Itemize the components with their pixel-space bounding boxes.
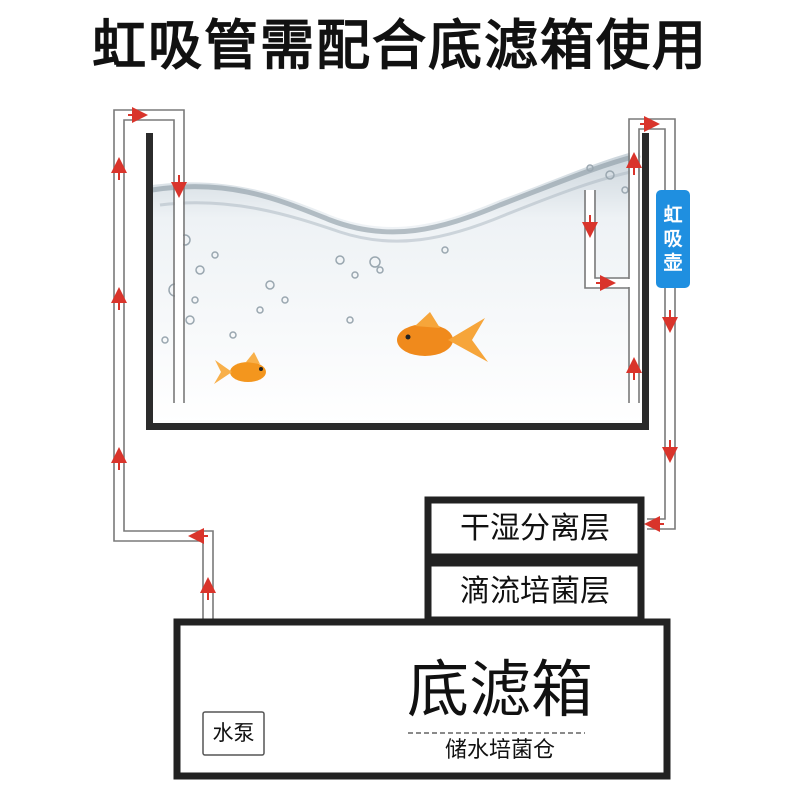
sump-label: 底滤箱 [380,655,620,725]
pump-label: 水泵 [203,718,264,748]
sump-sublabel: 储水培菌仓 [400,737,600,765]
siphon-pot-char-3: 壶 [663,251,682,275]
siphon-pot-char-1: 虹 [663,203,682,227]
drip-layer-label: 滴流培菌层 [432,570,638,614]
dry-wet-layer-label: 干湿分离层 [432,507,638,551]
siphon-pot: 虹 吸 壶 [656,190,690,288]
siphon-pot-char-2: 吸 [663,227,682,251]
